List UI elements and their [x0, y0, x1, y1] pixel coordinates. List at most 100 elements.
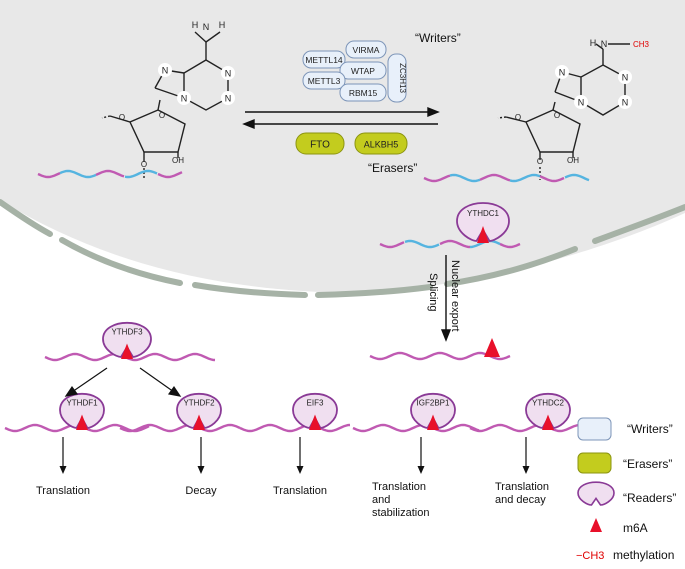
eraser-label: FTO — [310, 140, 330, 151]
nuclear-membrane — [0, 199, 685, 298]
legend-erasers-label: “Erasers” — [623, 457, 672, 471]
writer-pill — [339, 61, 387, 80]
legend-methylation-symbol: −CH3 — [576, 550, 604, 562]
rna-segment — [119, 423, 241, 433]
rna-segment — [479, 173, 511, 182]
ring-n-badge — [158, 63, 172, 77]
outcome-label: Translation — [273, 485, 327, 497]
rna-strand — [37, 169, 183, 179]
outcome-arrowhead — [522, 466, 530, 474]
ring-n-label: N — [559, 68, 566, 78]
amine-n-label: N — [601, 39, 608, 49]
ring-o-label: O — [554, 111, 560, 120]
m6a-mark — [76, 414, 88, 430]
rna-segment — [157, 171, 183, 179]
ythdf3-branch-arrows — [64, 367, 182, 397]
reader-body — [102, 321, 152, 358]
writer-pill — [302, 50, 346, 69]
writer-complex: METTL14 VIRMA WTAP METTL3 RBM15 ZC3H13 — [302, 40, 407, 103]
ring-n-label: N — [578, 98, 585, 108]
reader-body — [410, 392, 456, 429]
splicing-label: Splicing — [427, 273, 439, 312]
rna-segment — [469, 423, 591, 433]
rna-segment — [539, 175, 565, 183]
bond-o-label: O — [119, 113, 125, 122]
bond-o-label: O — [537, 157, 543, 166]
writer-label: RBM15 — [349, 88, 378, 98]
ring-n-badge — [574, 95, 588, 109]
ring-n-badge — [618, 70, 632, 84]
ring-n-label: N — [622, 98, 629, 108]
rna-segment — [499, 242, 521, 249]
reader-body — [59, 392, 105, 429]
legend-m6a-label: m6A — [623, 521, 648, 535]
outcome-label: Decay — [185, 485, 217, 497]
rna-segment — [352, 423, 480, 433]
adenosine-structure — [101, 31, 229, 180]
outcome-arrowhead — [197, 466, 205, 474]
rna-segment — [37, 172, 61, 179]
oh-label: OH — [172, 156, 184, 165]
bond-o-label: O — [515, 113, 521, 122]
m6a-mark — [477, 226, 489, 243]
erasers-heading: “Erasers” — [368, 161, 417, 175]
reader-label: IGF2BP1 — [417, 399, 450, 408]
ring-n-label: N — [622, 73, 629, 83]
rna-segment — [124, 169, 158, 179]
m6a-mark — [542, 414, 554, 430]
rna-strand — [423, 173, 590, 183]
m6a-mark — [427, 414, 439, 430]
reaction-arrows — [242, 106, 440, 130]
nuclear-export-label: Nuclear export — [449, 260, 461, 332]
reader-igf2bp1: IGF2BP1 — [352, 392, 480, 433]
legend-erasers-swatch — [577, 452, 612, 474]
outcome-arrows — [59, 437, 530, 474]
rna-segment — [44, 352, 216, 362]
eraser-label: ALKBH5 — [364, 140, 399, 150]
rna-segment — [564, 173, 590, 182]
ring-n-badge — [555, 65, 569, 79]
ring-n-badge — [221, 91, 235, 105]
reader-label: YTHDC1 — [467, 209, 500, 218]
ring-n-badge — [221, 66, 235, 80]
writer-label: WTAP — [351, 66, 375, 76]
reader-ythdf1: YTHDF1 — [4, 392, 150, 433]
amine-h-label: H — [192, 20, 199, 30]
reader-ythdc2: YTHDC2 — [469, 392, 591, 433]
reader-ythdf2: YTHDF2 — [119, 392, 241, 433]
outcome-arrowhead — [417, 466, 425, 474]
outcome-label: Translation — [36, 485, 90, 497]
reader-body — [577, 481, 615, 506]
legend-writers-swatch — [577, 417, 612, 441]
rna-segment — [59, 169, 97, 179]
writer-pill — [345, 40, 387, 59]
reader-body — [176, 392, 222, 429]
ring-n-label: N — [181, 94, 188, 104]
m6a-mark — [193, 414, 205, 430]
writer-pill — [387, 53, 407, 103]
amine-n-label: N — [203, 22, 210, 32]
reader-body — [292, 392, 338, 429]
ring-n-label: N — [225, 69, 232, 79]
reader-label: EIF3 — [307, 399, 324, 408]
m6a-mark — [484, 338, 500, 357]
rna-segment — [239, 423, 351, 433]
reader-label: YTHDF3 — [111, 328, 143, 337]
reader-ythdf3: YTHDF3 — [44, 321, 216, 362]
amine-h-label: H — [590, 38, 597, 48]
writer-label: METTL14 — [305, 55, 343, 65]
eraser-pill — [295, 132, 345, 155]
ring-n-label: N — [162, 66, 169, 76]
rna-segment — [95, 169, 125, 178]
legend-readers-label: “Readers” — [623, 491, 676, 505]
m6a-mark — [121, 343, 133, 359]
oh-label: OH — [567, 156, 579, 165]
writers-heading: “Writers” — [415, 31, 461, 45]
reader-eif3: EIF3 — [239, 392, 351, 433]
reader-label: YTHDF1 — [66, 399, 98, 408]
writer-pill — [339, 83, 387, 102]
reader-body — [456, 202, 510, 242]
reader-label: YTHDC2 — [532, 399, 565, 408]
ring-n-label: N — [225, 94, 232, 104]
